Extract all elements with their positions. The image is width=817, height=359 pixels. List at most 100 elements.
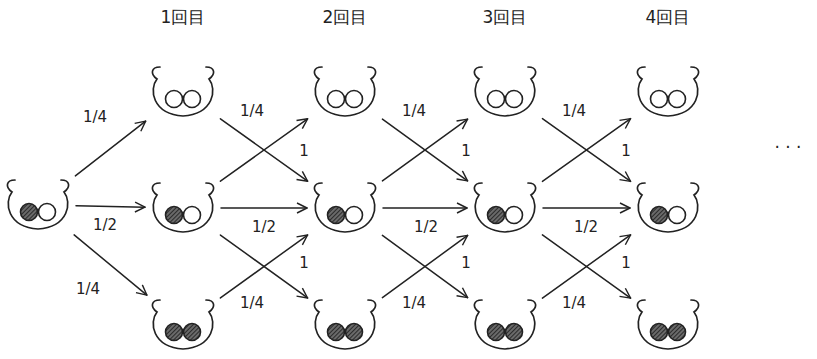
bag-shape	[637, 300, 698, 349]
transition-arrow	[382, 235, 467, 297]
probability-label: 1/4	[74, 281, 102, 298]
probability-label: 1	[619, 255, 633, 272]
bag-shape	[474, 183, 535, 232]
probability-label: 1/2	[572, 219, 600, 236]
white-ball	[506, 91, 523, 108]
probability-label: 1	[297, 143, 311, 160]
bag-outline	[148, 297, 218, 353]
bag-outline	[310, 64, 380, 120]
bag-outline	[310, 180, 380, 236]
bag-outline	[633, 297, 703, 353]
column-header: 4回目	[644, 8, 693, 28]
bag-shape	[314, 183, 375, 232]
bag-shape	[314, 300, 375, 349]
bag-node	[310, 297, 380, 353]
transition-arrow	[383, 207, 467, 209]
bag-outline	[148, 64, 218, 120]
bag-shape	[152, 67, 213, 116]
probability-label: 1/4	[560, 295, 588, 312]
black-ball	[328, 324, 345, 341]
transition-arrow	[542, 119, 630, 182]
black-ball	[346, 324, 363, 341]
bag-outline	[470, 64, 540, 120]
probability-label: 1/2	[412, 219, 440, 236]
bag-node	[633, 297, 703, 353]
bag-node	[310, 180, 380, 236]
black-ball	[488, 324, 505, 341]
white-ball	[346, 207, 363, 224]
transition-arrow	[542, 235, 630, 298]
probability-label: 1/4	[238, 103, 266, 120]
probability-label: 1	[459, 143, 473, 160]
probability-label: 1/4	[81, 109, 109, 126]
black-ball	[166, 324, 183, 341]
bag-shape	[637, 183, 698, 232]
bag-node	[470, 297, 540, 353]
white-ball	[184, 91, 201, 108]
probability-label: 1	[459, 255, 473, 272]
bag-shape	[314, 67, 375, 116]
transition-arrow	[220, 119, 307, 181]
bag-shape	[152, 300, 213, 349]
black-ball	[166, 207, 183, 224]
probability-label: 1	[297, 255, 311, 272]
bag-node	[633, 64, 703, 120]
transition-arrow	[220, 235, 307, 298]
transition-arrow	[382, 119, 467, 181]
transition-arrow	[76, 206, 145, 207]
black-ball	[506, 324, 523, 341]
transition-arrow	[382, 235, 467, 297]
white-ball	[39, 204, 56, 221]
probability-label: 1/4	[400, 295, 428, 312]
white-ball	[184, 207, 201, 224]
continuation-mark: · · ·	[772, 138, 803, 158]
bag-outline	[633, 180, 703, 236]
bag-shape	[474, 300, 535, 349]
bag-node	[3, 177, 73, 233]
bag-shape	[474, 67, 535, 116]
white-ball	[669, 207, 686, 224]
bag-node	[148, 180, 218, 236]
transition-arrow	[221, 207, 307, 209]
white-ball	[506, 207, 523, 224]
transition-arrow	[75, 121, 145, 176]
bag-outline	[310, 297, 380, 353]
probability-label: 1/4	[238, 295, 266, 312]
black-ball	[328, 207, 345, 224]
transition-arrow	[220, 235, 307, 298]
bag-outline	[148, 180, 218, 236]
bag-node	[633, 180, 703, 236]
transition-arrow	[543, 207, 630, 209]
bag-outline	[470, 180, 540, 236]
bag-node	[148, 64, 218, 120]
transition-arrow	[220, 119, 307, 181]
bag-node	[470, 64, 540, 120]
white-ball	[651, 91, 668, 108]
probability-label: 1	[619, 143, 633, 160]
bag-shape	[7, 180, 68, 229]
black-ball	[651, 207, 668, 224]
black-ball	[651, 324, 668, 341]
black-ball	[669, 324, 686, 341]
white-ball	[346, 91, 363, 108]
black-ball	[184, 324, 201, 341]
probability-label: 1/2	[91, 217, 119, 234]
white-ball	[166, 91, 183, 108]
bag-outline	[470, 297, 540, 353]
bag-shape	[152, 183, 213, 232]
probability-label: 1/4	[400, 103, 428, 120]
white-ball	[328, 91, 345, 108]
probability-label: 1/4	[560, 103, 588, 120]
transition-arrow	[542, 119, 630, 182]
black-ball	[21, 204, 38, 221]
column-header: 1回目	[159, 8, 208, 28]
bag-node	[310, 64, 380, 120]
transition-arrow	[382, 119, 467, 181]
bag-outline	[633, 64, 703, 120]
transition-arrow	[542, 235, 630, 298]
column-header: 3回目	[481, 8, 530, 28]
bag-node	[148, 297, 218, 353]
white-ball	[669, 91, 686, 108]
probability-label: 1/2	[250, 219, 278, 236]
